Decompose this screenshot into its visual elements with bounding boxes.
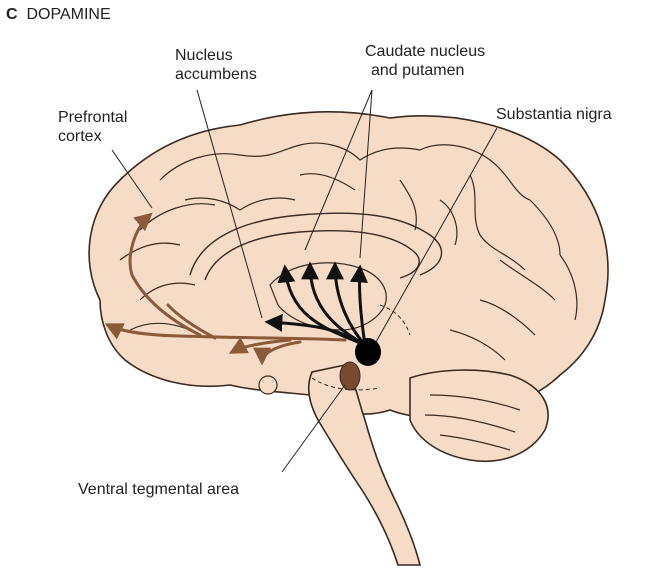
label-nucleus-accumbens-line1: Nucleus: [175, 46, 257, 65]
label-caudate-putamen: Caudate nucleus and putamen: [365, 42, 485, 80]
pituitary: [259, 376, 277, 394]
label-prefrontal-cortex-line2: cortex: [58, 127, 127, 146]
label-nucleus-accumbens-line2: accumbens: [175, 65, 257, 84]
panel-letter: C: [6, 6, 18, 23]
vta-nucleus: [340, 362, 360, 390]
label-prefrontal-cortex: Prefrontal cortex: [58, 108, 127, 146]
label-caudate-putamen-line1: Caudate nucleus: [365, 42, 485, 61]
label-caudate-putamen-line2: and putamen: [365, 61, 485, 80]
panel-heading: C DOPAMINE: [6, 5, 111, 24]
label-prefrontal-cortex-line1: Prefrontal: [58, 108, 127, 127]
label-nucleus-accumbens: Nucleus accumbens: [175, 46, 257, 84]
label-substantia-nigra: Substantia nigra: [496, 105, 612, 124]
label-ventral-tegmental-area: Ventral tegmental area: [78, 480, 239, 499]
substantia-nigra-nucleus: [355, 338, 381, 366]
panel-title: DOPAMINE: [26, 6, 110, 23]
